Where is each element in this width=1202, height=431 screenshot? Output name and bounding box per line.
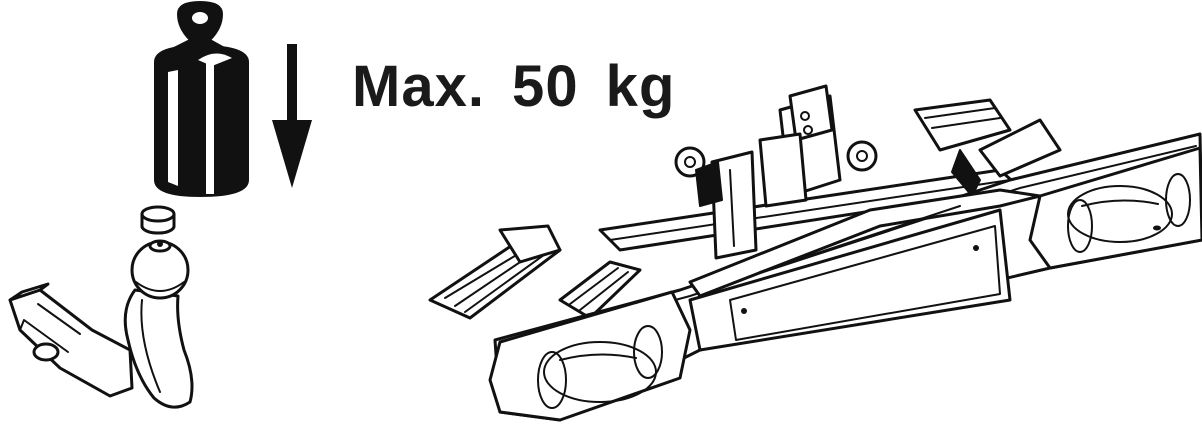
max-load-label: Max. 50 kg <box>352 54 676 119</box>
tow-ball-cap-icon <box>140 205 176 235</box>
down-arrow-icon <box>272 44 312 188</box>
tow-hitch-icon <box>8 239 194 409</box>
weight-icon <box>154 1 249 197</box>
bike-carrier-icon <box>428 84 1202 422</box>
clamp-knob-right <box>846 140 878 172</box>
tail-light-right <box>1028 146 1202 270</box>
tail-light-left <box>488 290 692 422</box>
